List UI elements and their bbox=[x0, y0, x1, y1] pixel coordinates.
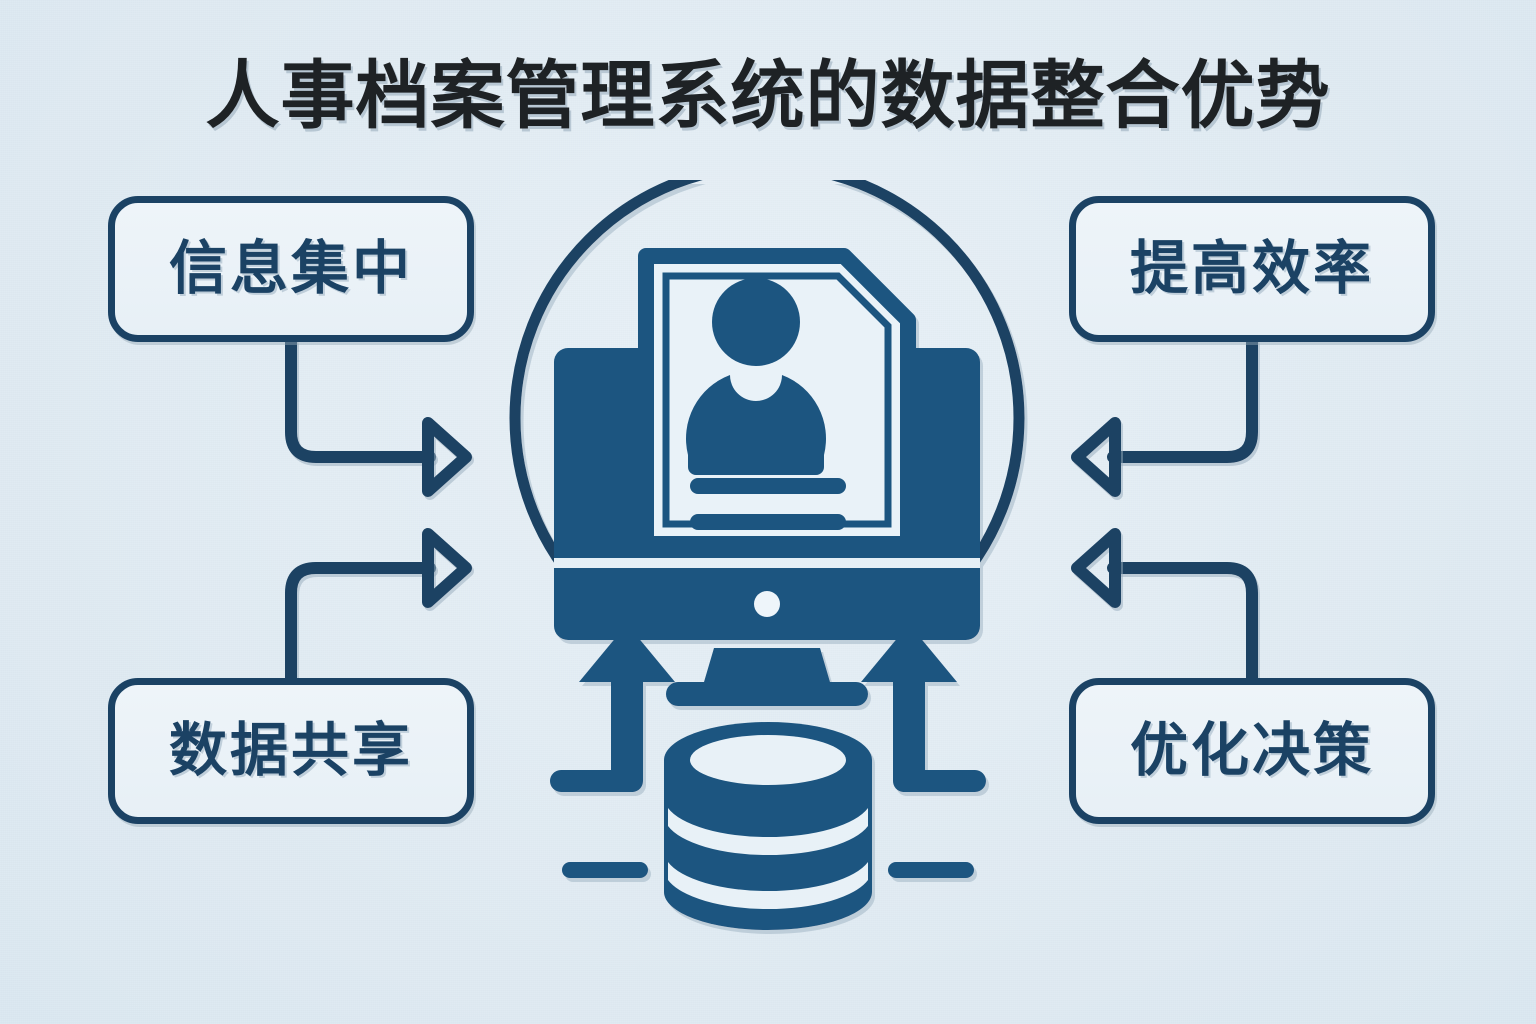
benefit-label-bottom-right: 优化决策 bbox=[1129, 718, 1374, 783]
benefit-label-bottom-left: 数据共享 bbox=[168, 718, 413, 783]
arrowhead-top-right-icon bbox=[1071, 417, 1121, 497]
benefit-box-top-right[interactable]: 提高效率 bbox=[1069, 196, 1435, 342]
person-silhouette-icon bbox=[685, 278, 827, 475]
circle-outline-icon bbox=[509, 180, 1025, 635]
benefit-box-bottom-left[interactable]: 数据共享 bbox=[108, 678, 474, 824]
benefit-label-top-left: 信息集中 bbox=[168, 236, 413, 301]
benefit-label-top-right: 提高效率 bbox=[1129, 236, 1374, 301]
connector-top-left bbox=[285, 336, 436, 463]
arrowhead-top-left-icon bbox=[422, 417, 472, 497]
arrowhead-bottom-left-icon bbox=[422, 528, 472, 608]
monitor-stand-icon bbox=[666, 648, 868, 706]
connector-top-right bbox=[1107, 336, 1258, 463]
connector-bottom-right bbox=[1107, 562, 1258, 684]
database-cylinder-icon bbox=[664, 722, 872, 930]
page-title: 人事档案管理系统的数据整合优势 bbox=[205, 54, 1331, 137]
benefit-box-bottom-right[interactable]: 优化决策 bbox=[1069, 678, 1435, 824]
connector-bottom-left bbox=[285, 562, 436, 684]
base-dash-marks-icon bbox=[562, 862, 974, 878]
monitor-power-dot-icon bbox=[754, 591, 780, 617]
monitor-screen-gap bbox=[554, 558, 980, 568]
db-upflow-arrows-icon bbox=[550, 624, 986, 792]
arrowhead-bottom-right-icon bbox=[1071, 528, 1121, 608]
document-text-lines-icon bbox=[690, 478, 846, 530]
benefit-box-top-left[interactable]: 信息集中 bbox=[108, 196, 474, 342]
